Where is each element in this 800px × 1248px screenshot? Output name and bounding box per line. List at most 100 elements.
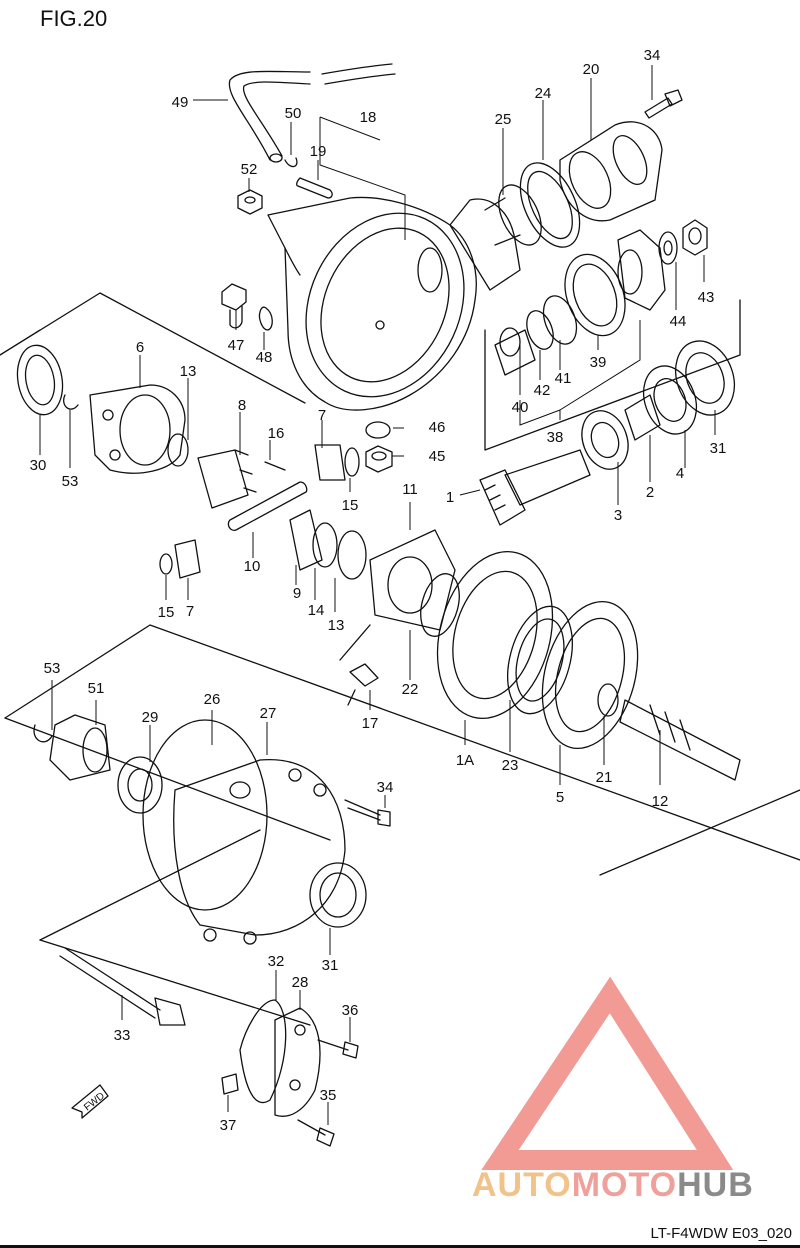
- diff-case-part-6: [89, 384, 186, 474]
- washer-part-15: [159, 553, 173, 575]
- washer-part-13: [337, 530, 367, 580]
- group-line: [599, 789, 800, 876]
- pin-part-19: [296, 177, 333, 199]
- carrier-part-11: [369, 529, 456, 631]
- part-label: 3: [614, 507, 622, 524]
- part-label: 52: [241, 161, 258, 178]
- group-line: [39, 829, 261, 941]
- differential-housing-part-18: [267, 196, 521, 411]
- watermark-moto: MOTO: [571, 1166, 678, 1204]
- seal-part-23: [507, 605, 573, 715]
- part-label: 21: [596, 769, 613, 786]
- part-label: 48: [256, 349, 273, 366]
- part-label: 18: [360, 109, 377, 126]
- fwd-label: FWD: [82, 1091, 107, 1114]
- part-label: 20: [583, 61, 600, 78]
- bolt-part-52: [237, 189, 263, 215]
- part-label: 39: [590, 354, 607, 371]
- part-label: 36: [342, 1002, 359, 1019]
- part-label: 2: [646, 484, 654, 501]
- ring-part-22: [420, 573, 460, 637]
- part-label: 7: [318, 407, 326, 424]
- part-label: 30: [30, 457, 47, 474]
- ring-part-21: [597, 683, 619, 717]
- part-label: 34: [377, 779, 394, 796]
- part-label: 23: [502, 757, 519, 774]
- part-label: 11: [402, 481, 418, 498]
- washer-part-14: [312, 522, 338, 568]
- part-label: 28: [292, 974, 309, 991]
- part-label: 6: [136, 339, 144, 356]
- watermark-logo-icon: [481, 976, 734, 1170]
- part-label: 1A: [456, 752, 474, 769]
- bolt-part-33: [59, 947, 186, 1026]
- nut-part-45: [365, 445, 393, 473]
- group-line: [39, 939, 311, 1026]
- bearing-part-31: [309, 862, 367, 928]
- part-label: 13: [180, 363, 197, 380]
- part-label: 29: [142, 709, 159, 726]
- gasket-part-26: [142, 719, 268, 911]
- hose-part-49: [228, 63, 396, 163]
- cover-part-20: [559, 121, 663, 222]
- output-shaft-part-12: [619, 699, 741, 781]
- part-label: 37: [220, 1117, 237, 1134]
- part-label: 33: [114, 1027, 131, 1044]
- gasket-part-24: [519, 162, 581, 248]
- part-label: 14: [308, 602, 325, 619]
- part-label: 25: [495, 111, 512, 128]
- group-line: [4, 624, 800, 861]
- part-label: 38: [547, 429, 564, 446]
- part-label: 26: [204, 691, 221, 708]
- gasket-part-32: [239, 999, 287, 1103]
- bolt-part-17: [347, 663, 379, 706]
- cover-part-28: [274, 1007, 321, 1117]
- figure-title: FIG.20: [40, 6, 108, 31]
- seal-part-30: [16, 344, 64, 416]
- figure-code: LT-F4WDW E03_020: [650, 1225, 792, 1242]
- part-label: 24: [535, 85, 552, 102]
- group-line: [0, 329, 41, 356]
- part-label: 53: [44, 660, 61, 677]
- part-label: 31: [322, 957, 339, 974]
- part-label: 7: [186, 603, 194, 620]
- part-label: 49: [172, 94, 189, 111]
- part-label: 22: [402, 681, 419, 698]
- part-label: 15: [342, 497, 359, 514]
- part-label: 13: [328, 617, 345, 634]
- part-label: 17: [362, 715, 379, 732]
- ring-gear-part-1A: [436, 551, 554, 719]
- washer-part-13-top: [167, 433, 189, 467]
- oring-part-25: [498, 184, 542, 246]
- clip-part-50: [284, 157, 298, 168]
- bearing-part-4: [642, 365, 698, 435]
- part-label: 40: [512, 399, 529, 416]
- ring-part-42: [526, 310, 554, 350]
- watermark-hub: HUB: [677, 1166, 754, 1204]
- dowel-part-37: [221, 1073, 239, 1095]
- pin-part-16: [264, 461, 286, 471]
- bolt-part-35: [297, 1119, 335, 1147]
- part-label: 15: [158, 604, 175, 621]
- bolt-part-34: [344, 799, 391, 827]
- part-label: 32: [268, 953, 285, 970]
- part-label: 53: [62, 473, 79, 490]
- washer-part-46: [365, 421, 391, 439]
- part-label: 35: [320, 1087, 337, 1104]
- gear-part-7: [174, 539, 201, 579]
- plug-part-47: [221, 283, 247, 329]
- clip-part-53: [33, 724, 53, 743]
- part-label: 8: [238, 397, 246, 414]
- part-label: 41: [555, 370, 572, 387]
- bottom-rule: [0, 1245, 800, 1248]
- ring-part-41: [542, 295, 578, 345]
- bearing-part-5: [541, 600, 639, 750]
- bolt-part-36: [317, 1039, 359, 1059]
- part-label: 10: [244, 558, 261, 575]
- bearing-part-29: [117, 756, 163, 814]
- group-line: [4, 717, 331, 841]
- nut-part-43: [682, 219, 708, 256]
- group-line: [484, 299, 741, 451]
- washer-part-44: [658, 231, 678, 265]
